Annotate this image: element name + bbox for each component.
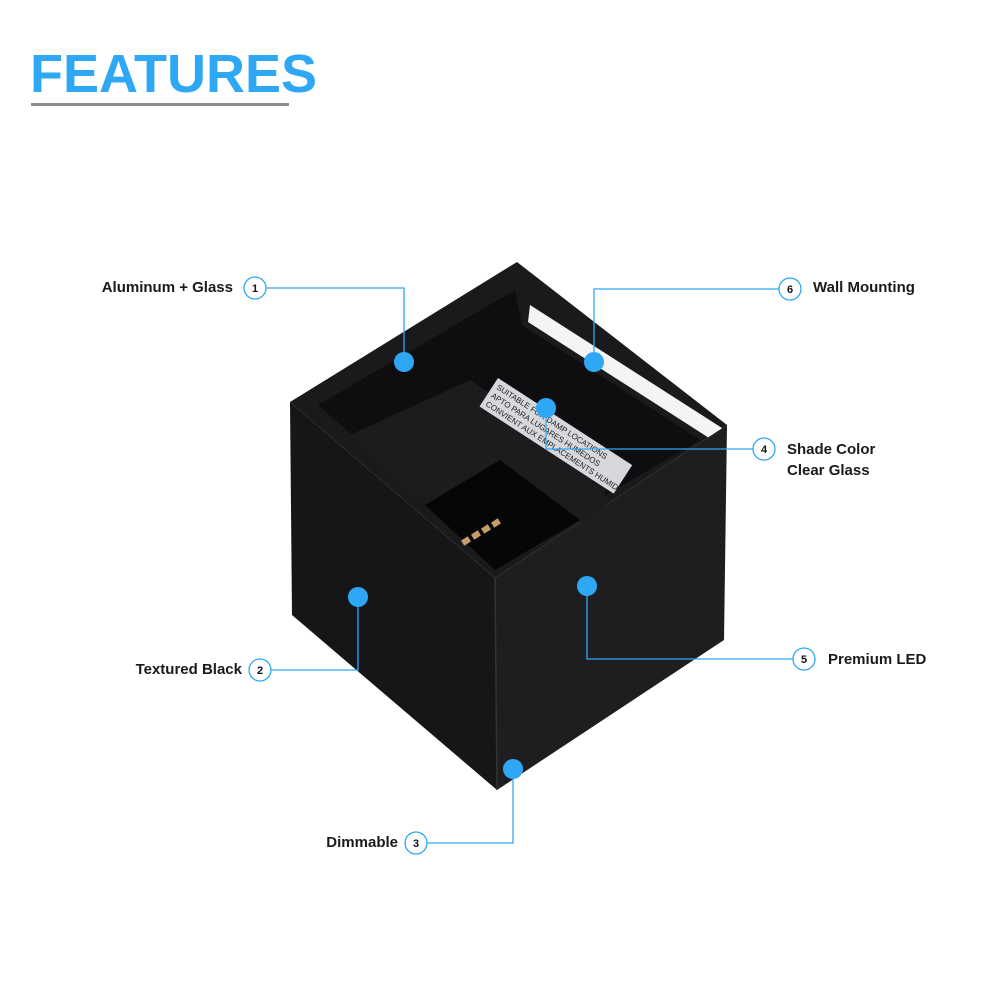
inner-well bbox=[425, 460, 580, 570]
callout-badge-6: 6 bbox=[778, 277, 802, 301]
callout-badge-4: 4 bbox=[752, 437, 776, 461]
page-title: FEATURES bbox=[30, 44, 318, 104]
title-underline bbox=[31, 103, 289, 106]
callout-label-shade-color: Shade Color bbox=[787, 441, 876, 458]
leader-lines bbox=[266, 287, 793, 844]
svg-text:3: 3 bbox=[413, 838, 419, 850]
svg-text:5: 5 bbox=[801, 654, 807, 666]
callout-label-textured-black: Textured Black bbox=[135, 661, 242, 678]
callout-badge-3: 3 bbox=[404, 831, 428, 855]
callout-label-wall-mounting: Wall Mounting bbox=[813, 279, 915, 296]
callout-dots bbox=[348, 352, 604, 779]
callout-label-dimmable: Dimmable bbox=[326, 834, 398, 851]
callout-label-clear-glass: Clear Glass bbox=[787, 462, 870, 479]
led-chips bbox=[461, 518, 501, 546]
cube-left-face bbox=[290, 402, 497, 790]
callout-badge-1: 1 bbox=[243, 276, 267, 300]
callout-label-premium-led: Premium LED bbox=[828, 651, 927, 668]
callout-badge-5: 5 bbox=[792, 647, 816, 671]
svg-text:2: 2 bbox=[257, 665, 263, 677]
svg-text:4: 4 bbox=[761, 444, 768, 456]
callout-badge-2: 2 bbox=[248, 658, 272, 682]
cube-right-face bbox=[495, 425, 727, 790]
svg-text:6: 6 bbox=[787, 284, 793, 296]
back-gap bbox=[528, 305, 722, 445]
callout-label-aluminum-glass: Aluminum + Glass bbox=[101, 279, 233, 296]
svg-text:1: 1 bbox=[252, 283, 258, 295]
